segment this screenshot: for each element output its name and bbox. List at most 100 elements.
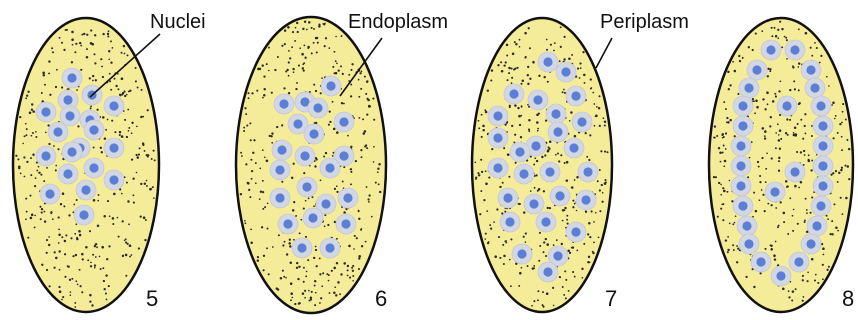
yolk-dot — [297, 31, 299, 33]
yolk-dot — [585, 210, 587, 212]
yolk-dot — [101, 66, 103, 68]
yolk-dot — [583, 74, 586, 77]
yolk-dot — [718, 147, 720, 149]
yolk-dot — [783, 221, 785, 223]
yolk-dot — [545, 119, 547, 121]
yolk-dot — [77, 125, 79, 127]
yolk-dot — [373, 161, 375, 163]
yolk-dot — [309, 300, 311, 302]
nucleus-core — [736, 181, 745, 190]
nucleus-core — [493, 133, 502, 142]
yolk-dot — [110, 89, 112, 91]
yolk-dot — [103, 215, 106, 218]
yolk-dot — [304, 297, 306, 299]
nucleus-core — [581, 195, 590, 204]
yolk-dot — [328, 274, 330, 276]
yolk-dot — [766, 91, 769, 94]
yolk-dot — [506, 44, 509, 47]
yolk-dot — [779, 21, 781, 23]
yolk-dot — [520, 115, 522, 117]
yolk-dot — [143, 216, 146, 219]
yolk-dot — [315, 90, 317, 92]
yolk-dot — [30, 195, 32, 197]
yolk-dot — [335, 294, 337, 296]
yolk-dot — [75, 280, 77, 282]
yolk-dot — [545, 255, 547, 257]
yolk-dot — [587, 261, 589, 263]
nucleus-core — [551, 109, 560, 118]
yolk-dot — [753, 286, 755, 288]
yolk-dot — [110, 40, 112, 42]
yolk-dot — [367, 198, 369, 200]
nucleus — [292, 238, 312, 258]
yolk-dot — [119, 94, 121, 96]
yolk-dot — [802, 138, 804, 140]
yolk-dot — [482, 125, 485, 128]
yolk-dot — [272, 246, 274, 248]
nucleus-core — [505, 217, 514, 226]
yolk-dot — [146, 180, 148, 182]
yolk-dot — [363, 132, 366, 135]
nucleus-core — [343, 193, 352, 202]
yolk-dot — [820, 55, 822, 57]
nuclei-label: Nuclei — [150, 11, 206, 33]
yolk-dot — [35, 177, 37, 179]
yolk-dot — [350, 84, 352, 86]
yolk-dot — [124, 95, 126, 97]
yolk-dot — [594, 125, 596, 127]
yolk-dot — [264, 156, 266, 158]
yolk-dot — [795, 133, 798, 136]
yolk-dot — [243, 127, 245, 129]
yolk-dot — [257, 256, 259, 258]
yolk-dot — [333, 51, 335, 53]
yolk-dot — [509, 106, 511, 108]
yolk-dot — [324, 45, 326, 47]
yolk-dot — [121, 135, 124, 138]
yolk-dot — [74, 302, 76, 304]
yolk-dot — [367, 99, 370, 102]
yolk-dot — [58, 242, 60, 244]
nucleus-core — [571, 227, 580, 236]
yolk-dot — [519, 203, 521, 205]
yolk-dot — [313, 205, 315, 207]
yolk-dot — [729, 223, 731, 225]
yolk-dot — [38, 172, 40, 174]
yolk-dot — [42, 72, 45, 75]
yolk-dot — [331, 270, 333, 272]
yolk-dot — [41, 208, 43, 210]
yolk-dot — [90, 107, 92, 109]
nucleus — [761, 40, 781, 60]
yolk-dot — [26, 161, 28, 163]
yolk-dot — [534, 187, 536, 189]
yolk-dot — [536, 114, 539, 117]
yolk-dot — [539, 232, 541, 234]
yolk-dot — [365, 241, 367, 243]
yolk-dot — [27, 91, 29, 93]
nucleus-core — [744, 239, 753, 248]
yolk-dot — [104, 288, 106, 290]
yolk-dot — [350, 69, 352, 71]
yolk-dot — [266, 227, 268, 229]
yolk-dot — [335, 60, 337, 62]
yolk-dot — [530, 190, 532, 192]
yolk-dot — [567, 249, 570, 252]
yolk-dot — [41, 92, 43, 94]
yolk-dot — [81, 253, 84, 256]
yolk-dot — [247, 182, 250, 185]
yolk-dot — [153, 150, 155, 152]
yolk-dot — [365, 93, 367, 95]
yolk-dot — [92, 80, 94, 82]
yolk-dot — [774, 27, 776, 29]
yolk-dot — [534, 157, 536, 159]
yolk-dot — [527, 83, 529, 85]
yolk-dot — [527, 265, 529, 267]
yolk-dot — [528, 119, 530, 121]
yolk-dot — [63, 205, 65, 207]
nucleus — [510, 142, 530, 162]
yolk-dot — [725, 239, 727, 241]
yolk-dot — [266, 247, 268, 249]
yolk-dot — [347, 275, 349, 277]
yolk-dot — [822, 278, 824, 280]
yolk-dot — [520, 83, 522, 85]
yolk-dot — [599, 169, 601, 171]
